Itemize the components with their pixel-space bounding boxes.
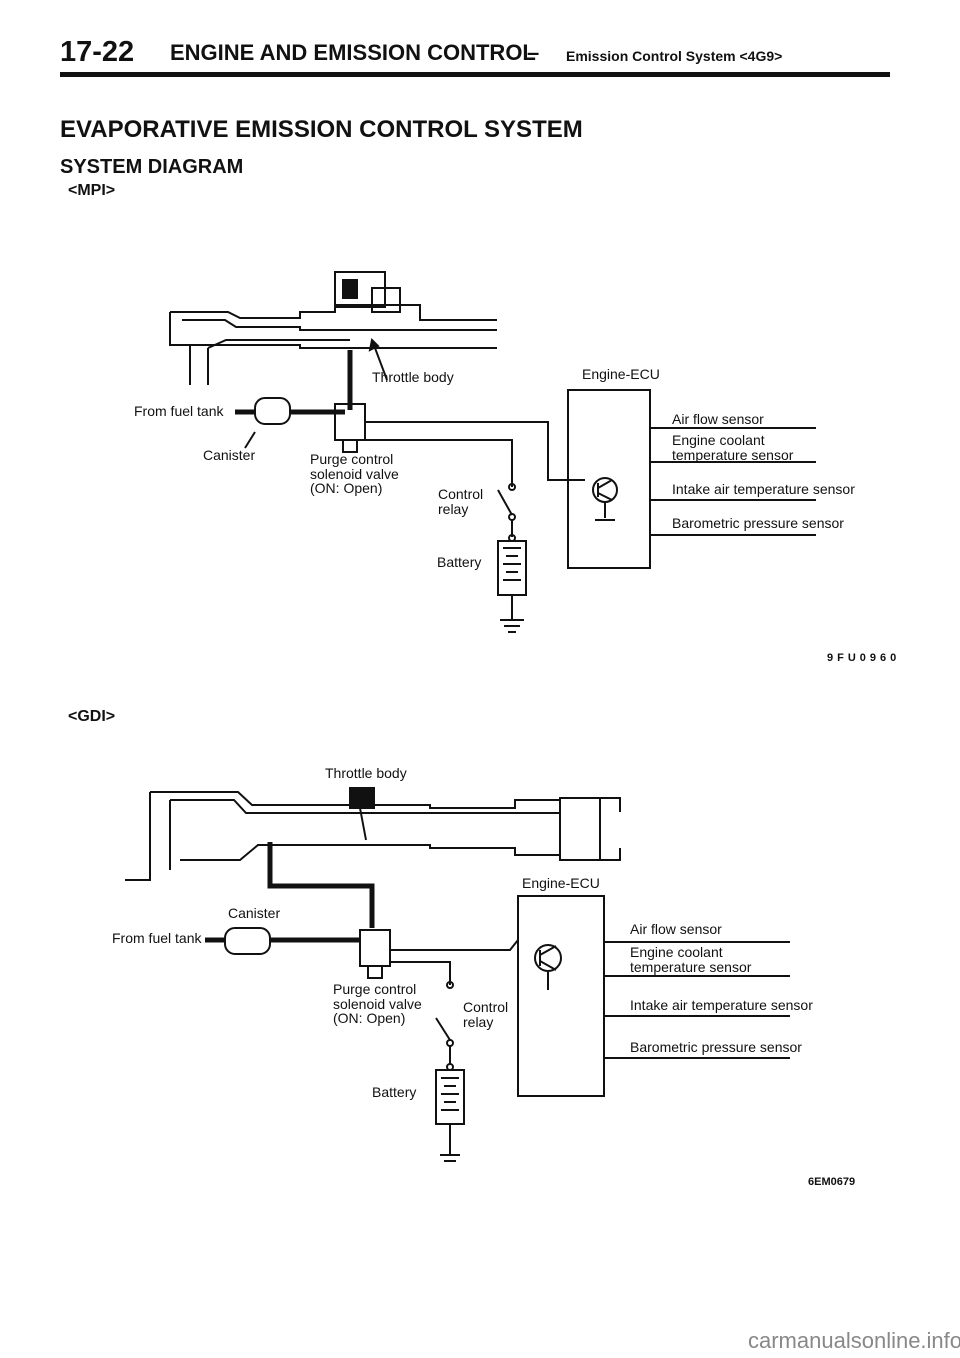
- mpi-diagram: [169, 271, 816, 633]
- gdi-sensor-intake-air: Intake air temperature sensor: [630, 997, 813, 1013]
- mpi-from-fuel-tank-label: From fuel tank: [134, 403, 224, 419]
- mpi-engine-ecu-label: Engine-ECU: [582, 366, 660, 382]
- mpi-variant-label: <MPI>: [68, 182, 116, 199]
- gdi-sensor-barometric: Barometric pressure sensor: [630, 1039, 802, 1055]
- gdi-canister-label: Canister: [228, 905, 281, 921]
- mpi-sensor-intake-air: Intake air temperature sensor: [672, 481, 855, 497]
- mpi-canister-label: Canister: [203, 447, 256, 463]
- gdi-engine-ecu-label: Engine-ECU: [522, 875, 600, 891]
- section-title: ENGINE AND EMISSION CONTROL: [170, 40, 536, 65]
- diagram-subtitle: SYSTEM DIAGRAM: [60, 156, 244, 178]
- page-number: 17-22: [60, 36, 135, 68]
- gdi-diagram: [125, 787, 790, 1162]
- mpi-figure-code: 9FU0960: [827, 652, 901, 664]
- gdi-throttle-body-label: Throttle body: [325, 765, 407, 781]
- mpi-sensor-barometric: Barometric pressure sensor: [672, 515, 844, 531]
- footer-watermark: carmanualsonline.info: [748, 1328, 960, 1353]
- page-title: EVAPORATIVE EMISSION CONTROL SYSTEM: [60, 116, 583, 143]
- header-dash: –: [527, 40, 540, 65]
- subsection-title: Emission Control System <4G9>: [566, 48, 783, 64]
- gdi-figure-code: 6EM0679: [808, 1176, 856, 1188]
- mpi-throttle-body-label: Throttle body: [372, 369, 454, 385]
- gdi-sensor-airflow: Air flow sensor: [630, 921, 722, 937]
- gdi-variant-label: <GDI>: [68, 708, 116, 725]
- mpi-sensor-airflow: Air flow sensor: [672, 411, 764, 427]
- gdi-battery-label: Battery: [372, 1084, 417, 1100]
- header-rule: [60, 72, 890, 77]
- gdi-from-fuel-tank-label: From fuel tank: [112, 930, 202, 946]
- mpi-battery-label: Battery: [437, 554, 482, 570]
